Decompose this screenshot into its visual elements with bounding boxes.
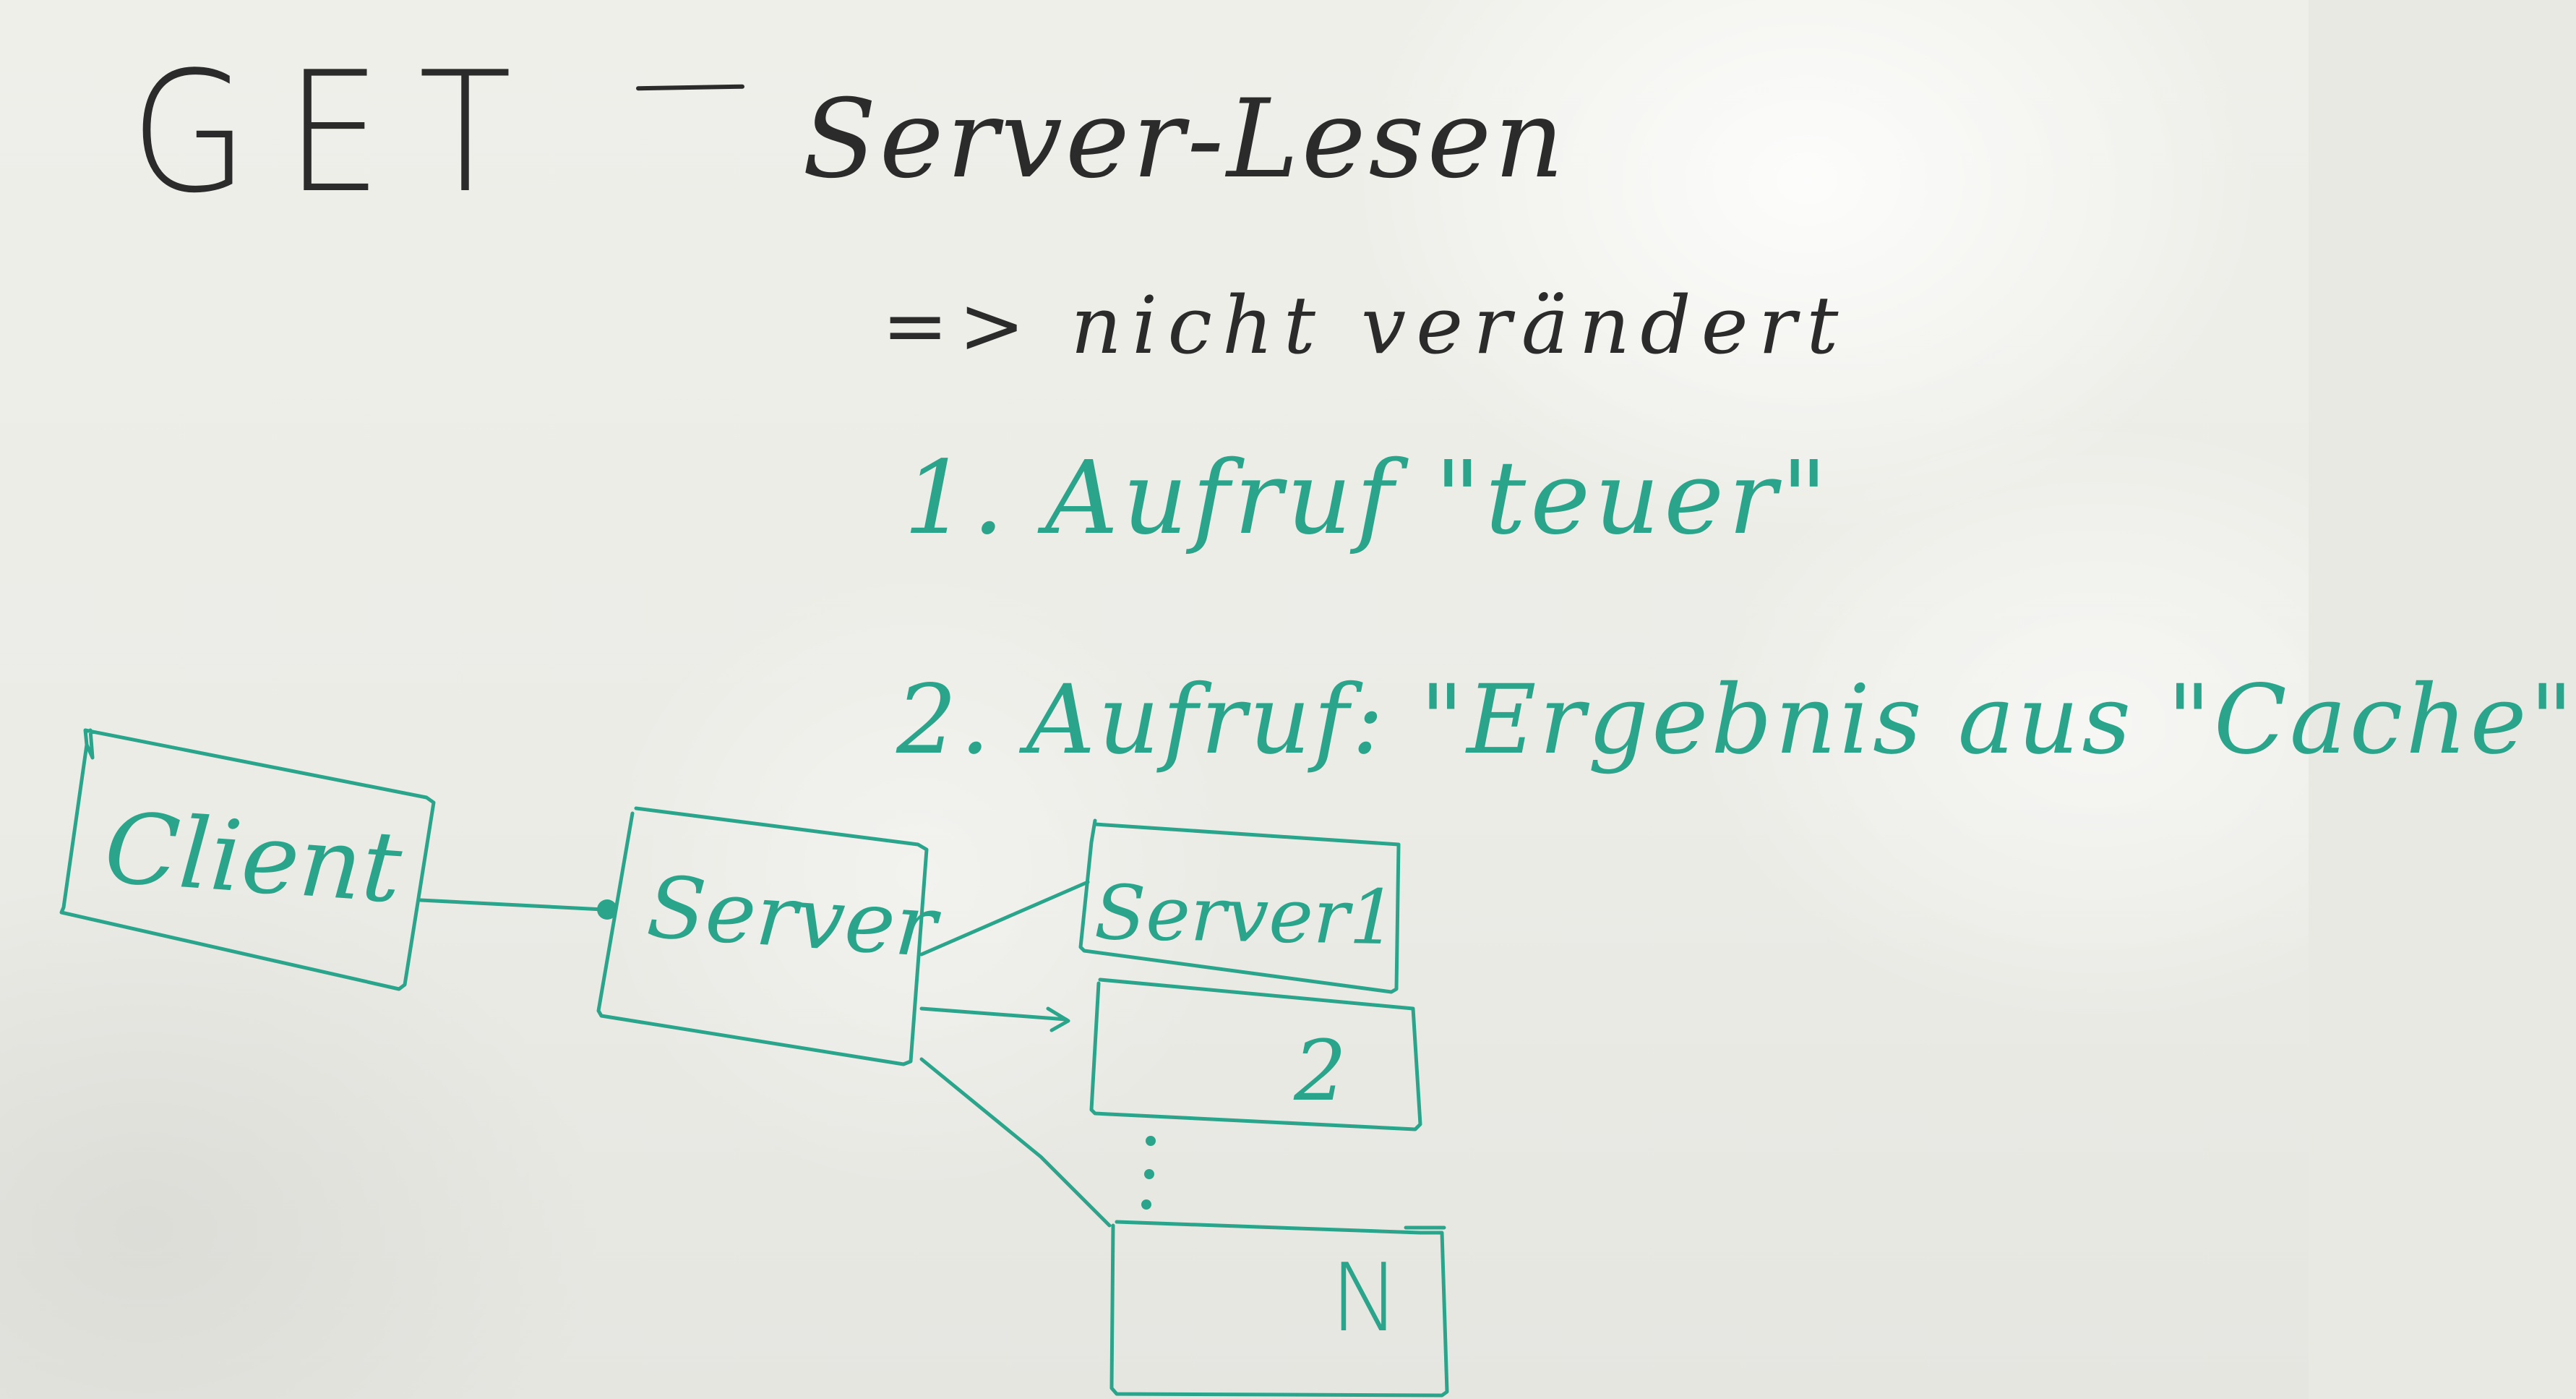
architecture-diagram — [59, 728, 1449, 1398]
backend-server-1-label: Server1 — [1094, 868, 1398, 962]
server-to-servern-line — [919, 1057, 1112, 1228]
point-second-call: 2. Aufruf: "Ergebnis aus "Cache" — [896, 664, 2576, 776]
ellipsis-dot-2 — [1144, 1169, 1154, 1179]
server-box — [596, 806, 929, 1066]
servern-box — [1109, 1220, 1449, 1398]
server1-box — [1078, 818, 1401, 994]
ellipsis-dot-1 — [1146, 1136, 1156, 1146]
ellipsis-dot-3 — [1141, 1199, 1151, 1210]
server-to-server2-arrow — [1046, 1006, 1070, 1032]
title-description: Server-Lesen — [802, 77, 1567, 202]
client-box — [59, 728, 436, 991]
client-label: Client — [100, 791, 405, 925]
point-first-call: 1. Aufruf "teuer" — [903, 440, 1832, 557]
server-to-server1-line — [919, 880, 1090, 957]
client-server-connector — [418, 898, 606, 912]
server-label: Server — [644, 857, 940, 977]
server-to-server2-line — [919, 1006, 1068, 1022]
backend-server-2-label: 2 — [1294, 1023, 1347, 1120]
note-not-modified: => nicht verändert — [882, 279, 1849, 372]
connector-dot — [597, 899, 617, 920]
backend-server-n-label: N — [1330, 1243, 1401, 1353]
server2-box — [1089, 977, 1422, 1131]
title-method: GET — [130, 37, 549, 230]
